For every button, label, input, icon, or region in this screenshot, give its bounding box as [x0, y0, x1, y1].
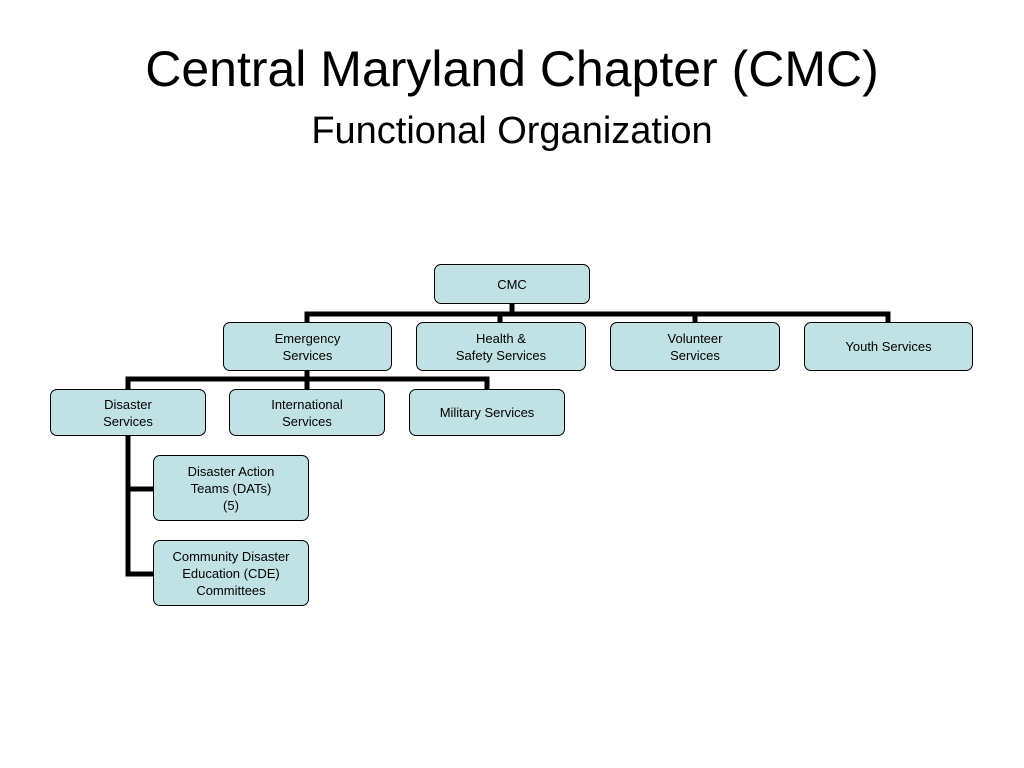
org-box-health-safety-services: Health & Safety Services: [416, 322, 586, 371]
connector-root-to-level2: [304, 300, 891, 325]
org-box-cde-committees: Community Disaster Education (CDE) Commi…: [153, 540, 309, 606]
org-box-volunteer-services: Volunteer Services: [610, 322, 780, 371]
org-box-disaster-action-teams: Disaster Action Teams (DATs) (5): [153, 455, 309, 521]
slide-title: Central Maryland Chapter (CMC): [145, 41, 879, 97]
connector-disaster-to-children: [125, 433, 156, 577]
org-box-cmc: CMC: [434, 264, 590, 304]
org-box-military-services: Military Services: [409, 389, 565, 436]
connector-emergency-to-children: [125, 368, 490, 392]
slide-subtitle: Functional Organization: [311, 110, 713, 152]
org-box-international-services: International Services: [229, 389, 385, 436]
org-box-disaster-services: Disaster Services: [50, 389, 206, 436]
org-box-youth-services: Youth Services: [804, 322, 973, 371]
org-box-emergency-services: Emergency Services: [223, 322, 392, 371]
